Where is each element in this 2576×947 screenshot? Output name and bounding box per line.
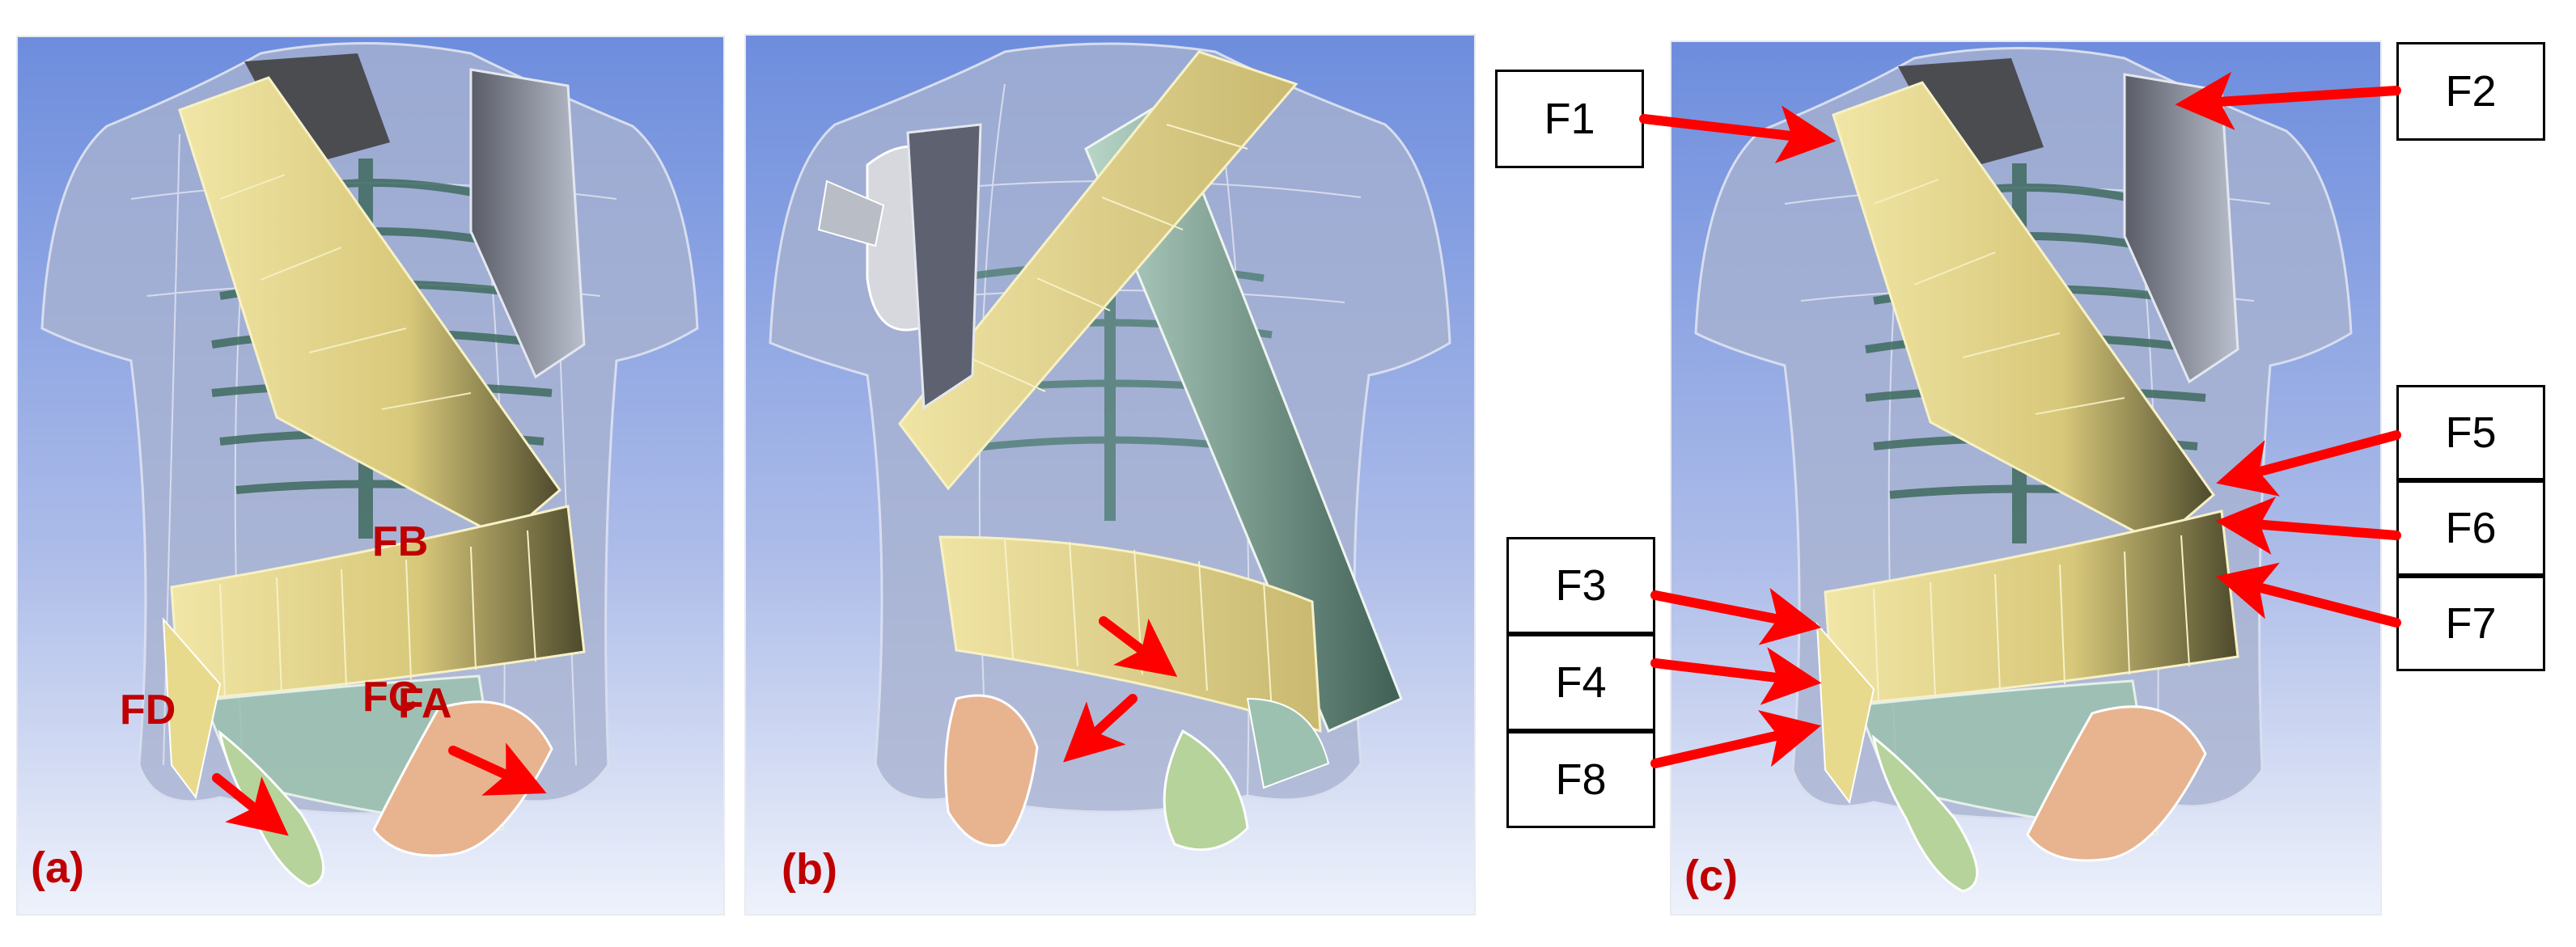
pelvis-right-b: [1163, 729, 1249, 852]
force-label-fd: FD: [120, 687, 176, 734]
callout-f2: F2: [2396, 42, 2545, 141]
shoulder-strap-top-c: [1898, 58, 2044, 171]
lower-brace-panel-b: [1246, 697, 1330, 789]
panel-c: (c): [1670, 40, 2382, 915]
panel-label-b: (b): [782, 845, 837, 894]
panel-b: (b): [744, 34, 1476, 915]
callout-f7: F7: [2396, 576, 2545, 671]
torso-model-c: [1671, 42, 2380, 914]
diagonal-strap-yellow-b: [898, 50, 1299, 491]
panel-a: (a): [16, 36, 725, 915]
force-label-fb: FB: [372, 518, 429, 565]
pelvis-left-c: [1871, 734, 1979, 893]
callout-f3: F3: [1506, 537, 1655, 634]
side-strap-c: [1815, 622, 1875, 805]
waist-band-a: [170, 505, 586, 702]
callout-f6: F6: [2396, 480, 2545, 576]
force-label-fc: FC: [362, 674, 419, 721]
callout-f8: F8: [1506, 731, 1655, 828]
shoulder-strap-dark-b: [906, 123, 982, 410]
torso-model-b: [746, 36, 1474, 914]
shoulder-strap-top-a: [244, 53, 390, 167]
callout-f4: F4: [1506, 634, 1655, 731]
diagonal-strap-green-b: [1084, 98, 1403, 733]
callout-f5: F5: [2396, 385, 2545, 480]
torso-model-a: [18, 37, 723, 914]
side-strap-a: [162, 617, 222, 800]
panel-label-a: (a): [31, 843, 84, 892]
callout-f1: F1: [1495, 70, 1644, 168]
shoulder-strap-dark-a: [469, 68, 586, 379]
pelvis-left-b: [944, 694, 1039, 848]
waist-band-c: [1824, 509, 2239, 707]
pelvis-right-c: [2026, 705, 2207, 862]
panel-label-c: (c): [1684, 852, 1738, 900]
force-label-fa: FA: [398, 680, 452, 727]
clavicle-b: [817, 180, 885, 247]
